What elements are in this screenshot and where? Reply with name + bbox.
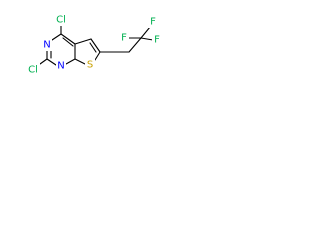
bond-cf3-f-top — [140, 26, 151, 39]
bond-c7a-n1 — [65, 58, 76, 65]
atom-label-n3: N — [43, 40, 50, 51]
atom-labels: Cl N Cl N S F F F — [26, 14, 162, 76]
atom-label-cl-c2: Cl — [28, 65, 38, 76]
bond-ch2-cf3 — [128, 37, 142, 53]
bond-c5-c6 — [90, 38, 101, 53]
molecule-structure: Cl N Cl N S F F F — [26, 14, 162, 76]
bonds — [39, 24, 154, 66]
bond-n3-c4 — [51, 33, 62, 41]
bond-s7-c7a — [74, 58, 86, 65]
bond-c2-cl — [39, 58, 48, 65]
atom-label-cl-c4: Cl — [56, 15, 66, 26]
atom-f-top: F — [148, 16, 158, 28]
atom-label-f-left: F — [121, 33, 127, 44]
atom-label-f-top: F — [150, 17, 156, 28]
bond-cf3-f-right — [140, 37, 154, 41]
bond-c4-c4a-inner — [62, 37, 74, 47]
atom-n3: N — [42, 39, 52, 51]
atom-label-s7: S — [87, 60, 93, 71]
atom-label-n1: N — [57, 61, 64, 72]
atom-cl-c4: Cl — [54, 14, 68, 26]
atom-f-right: F — [152, 34, 162, 46]
bond-n1-c2 — [46, 58, 57, 66]
atom-cl-c2: Cl — [26, 63, 40, 76]
atom-n1: N — [56, 60, 66, 72]
bond-c4-c4a — [60, 33, 76, 45]
atom-label-f-right: F — [154, 35, 160, 46]
atom-f-left: F — [119, 32, 129, 44]
bond-c5-c6-inner — [89, 42, 97, 53]
bond-c4a-c5 — [74, 38, 92, 45]
bond-c6-s7 — [94, 51, 101, 61]
atom-s7: S — [85, 59, 95, 71]
